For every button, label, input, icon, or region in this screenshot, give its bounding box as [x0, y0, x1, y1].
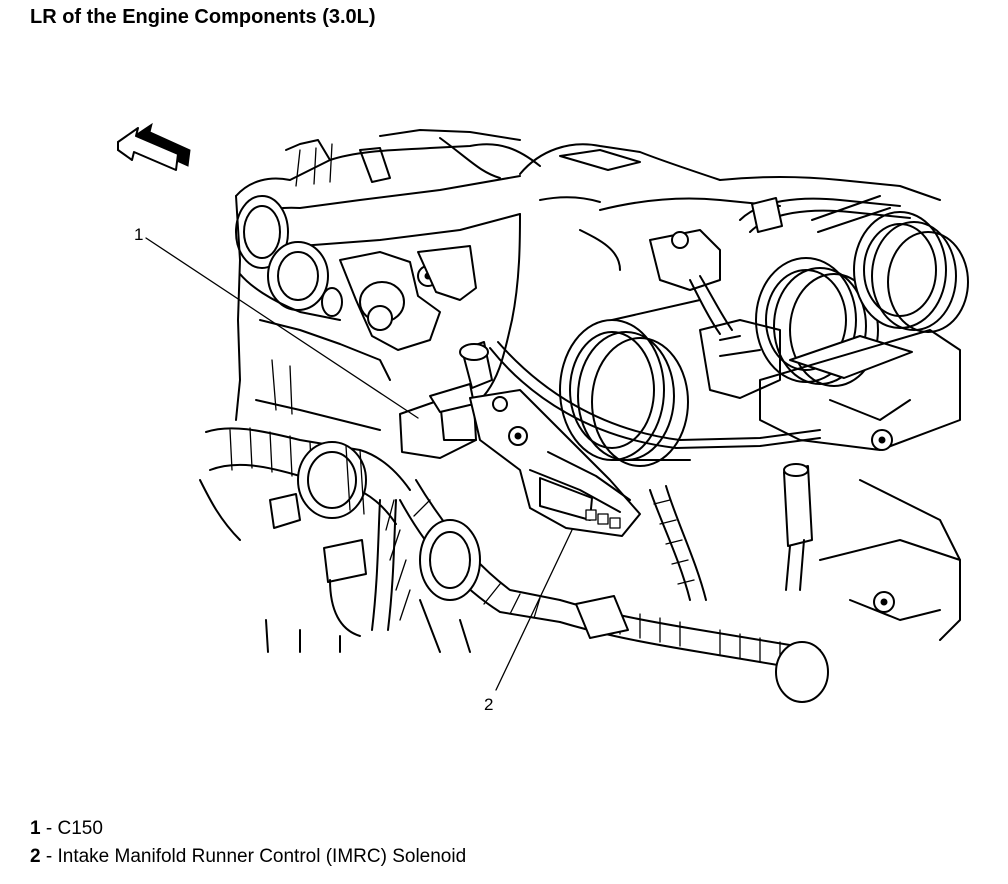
lower-harness	[559, 463, 961, 703]
legend-separator: -	[40, 818, 58, 839]
front-direction-arrow-icon	[117, 122, 191, 171]
legend-separator: -	[40, 846, 58, 867]
legend-item-2: 2 - Intake Manifold Runner Control (IMRC…	[30, 843, 466, 871]
center-harness	[323, 479, 561, 637]
wiring-harness	[199, 427, 411, 541]
legend-number-2: 2	[30, 846, 41, 867]
throttle-body-sensor	[235, 195, 477, 351]
legend-description-2: Intake Manifold Runner Control (IMRC) So…	[57, 846, 467, 867]
legend-number-1: 1	[30, 818, 41, 839]
callout-leaders	[145, 237, 573, 691]
callout-number-2: 2	[484, 695, 493, 714]
diagram-title: LR of the Engine Components (3.0L)	[30, 6, 376, 28]
imrc-solenoid	[469, 389, 641, 537]
plenum-center	[479, 143, 941, 401]
fuel-rail-cover	[649, 229, 961, 451]
intake-runners	[559, 211, 969, 467]
engine-block-outline	[235, 195, 961, 653]
callout-legend: 1 - C150 2 - Intake Manifold Runner Cont…	[30, 815, 466, 871]
callout-number-1: 1	[134, 225, 143, 244]
legend-item-1: 1 - C150	[30, 815, 466, 843]
vacuum-hoses	[689, 195, 911, 335]
c150-connector	[399, 341, 493, 459]
sensor-wire	[489, 341, 821, 449]
legend-description-1: C150	[57, 818, 103, 839]
